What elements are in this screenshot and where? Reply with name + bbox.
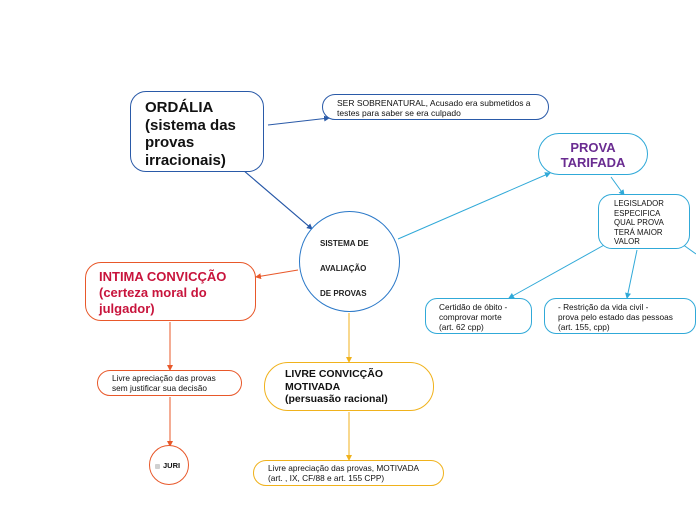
- node-certidao-obito-label: Certidão de óbito - comprovar morte (art…: [439, 302, 508, 332]
- link-legislador-restricao: [625, 249, 638, 299]
- node-prova-tarifada-label: PROVA TARIFADA: [560, 140, 626, 170]
- link-legislador-certidao: [508, 243, 607, 299]
- node-livre-apreciacao-sem-justificar[interactable]: Livre apreciação das provas sem justific…: [97, 370, 242, 396]
- node-juri-label: JURI: [155, 461, 180, 470]
- node-certidao-obito[interactable]: Certidão de óbito - comprovar morte (art…: [425, 298, 532, 334]
- node-legislador[interactable]: LEGISLADOR ESPECIFICA QUAL PROVA TERÁ MA…: [598, 194, 690, 249]
- node-livre-apreciacao-sem-justificar-label: Livre apreciação das provas sem justific…: [112, 373, 216, 393]
- node-sistema-avaliacao-label: SISTEMA DE AVALIAÇÃO DE PROVAS: [320, 239, 369, 298]
- link-ordalia-sobrenatural: [267, 115, 330, 126]
- link-sistema-tarifada: [397, 172, 551, 240]
- node-livre-apreciacao-motivada[interactable]: Livre apreciação das provas, MOTIVADA (a…: [253, 460, 444, 486]
- node-ordalia[interactable]: ORDÁLIA (sistema das provas irracionais): [130, 91, 264, 172]
- node-restricao-vida-civil[interactable]: - Restrição da vida civil - prova pelo e…: [544, 298, 696, 334]
- node-ser-sobrenatural[interactable]: SER SOBRENATURAL, Acusado era submetidos…: [322, 94, 549, 120]
- link-sistema-ordalia-start: [242, 169, 313, 230]
- node-livre-conviccao-motivada-label: LIVRE CONVICÇÃO MOTIVADA (persuasão raci…: [285, 368, 388, 405]
- node-intima-conviccao-label: INTIMA CONVICÇÃO (certeza moral do julga…: [99, 269, 227, 316]
- node-restricao-vida-civil-label: - Restrição da vida civil - prova pelo e…: [558, 302, 673, 332]
- node-livre-apreciacao-motivada-label: Livre apreciação das provas, MOTIVADA (a…: [268, 463, 420, 483]
- node-ordalia-label: ORDÁLIA (sistema das provas irracionais): [145, 99, 236, 169]
- node-intima-conviccao[interactable]: INTIMA CONVICÇÃO (certeza moral do julga…: [85, 262, 256, 321]
- node-sistema-avaliacao[interactable]: SISTEMA DE AVALIAÇÃO DE PROVAS: [299, 211, 400, 312]
- node-ser-sobrenatural-label: SER SOBRENATURAL, Acusado era submetidos…: [337, 98, 531, 118]
- link-sistema-intima: [255, 269, 299, 280]
- node-juri[interactable]: JURI: [149, 445, 189, 485]
- node-livre-conviccao-motivada[interactable]: LIVRE CONVICÇÃO MOTIVADA (persuasão raci…: [264, 362, 434, 411]
- node-prova-tarifada[interactable]: PROVA TARIFADA: [538, 133, 648, 175]
- link-tarifada-legislador: [610, 176, 625, 196]
- node-legislador-label: LEGISLADOR ESPECIFICA QUAL PROVA TERÁ MA…: [614, 199, 664, 247]
